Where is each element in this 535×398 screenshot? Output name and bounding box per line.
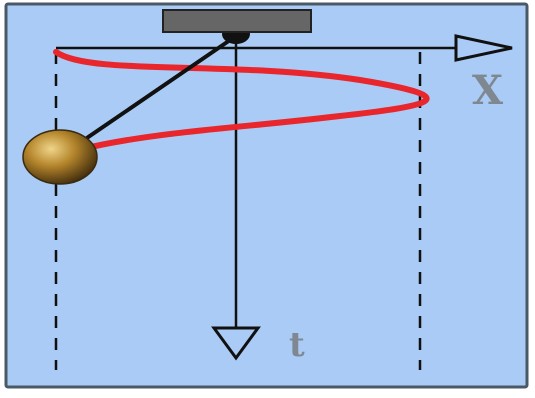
x-axis-arrowhead [454, 34, 513, 62]
pendulum-string [60, 34, 238, 157]
pendulum-bob [22, 129, 98, 185]
trajectory-curve [53, 49, 430, 153]
t-axis-arrowhead [211, 326, 261, 361]
ceiling-support [162, 9, 312, 33]
x-axis-label: X [472, 67, 503, 114]
t-axis-label: t [289, 325, 305, 365]
diagram-background [4, 2, 529, 389]
